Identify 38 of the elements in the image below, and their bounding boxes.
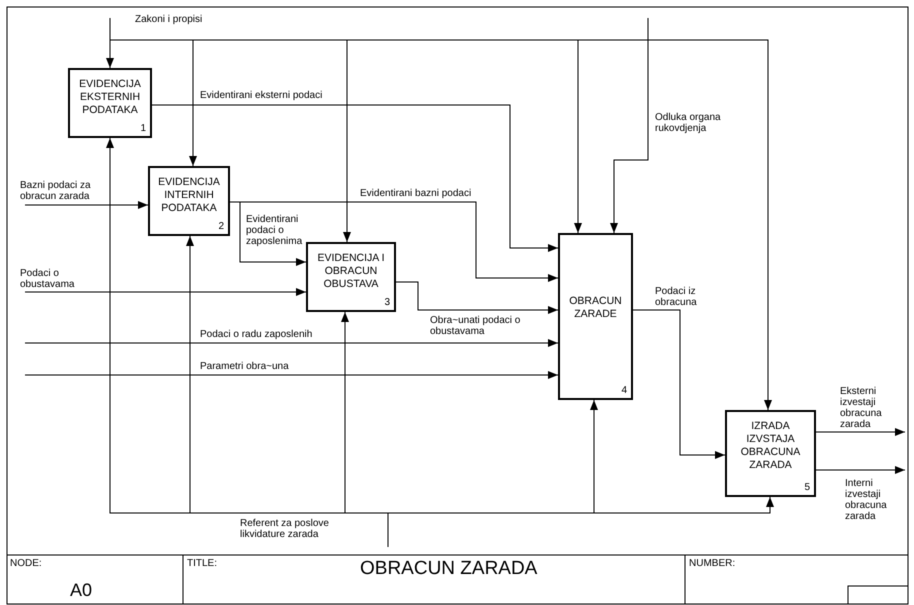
diagram-title: OBRACUN ZARADA (360, 558, 538, 580)
activity-name: EVIDENCIJA I OBRACUN OBUSTAVA (316, 252, 386, 291)
edge-label: Evidentirani eksterni podaci (200, 90, 322, 101)
arrow (816, 466, 906, 474)
activity-box (306, 242, 396, 312)
arrow (610, 18, 648, 234)
arrow (152, 104, 558, 252)
title-block-text: NODE: (10, 558, 42, 569)
activity-name: OBRACUN ZARADE (568, 295, 623, 321)
activity-number: 2 (218, 221, 224, 232)
title-block-text: A0 (70, 580, 92, 601)
arrow (110, 18, 772, 410)
activity-name: IZRADA IZVSTAJA OBRACUNA ZARADA (740, 420, 802, 472)
activity-name: EVIDENCIJA EKSTERNIH PODATAKA (78, 78, 142, 117)
arrow (388, 496, 774, 548)
edge-label: Evidentirani bazni podaci (360, 188, 472, 199)
activity-number: 1 (140, 123, 146, 134)
arrow (24, 371, 558, 379)
title-block-text: NUMBER: (689, 558, 736, 569)
edge-label: Podaci o radu zaposlenih (200, 329, 312, 340)
activity-number: 5 (804, 482, 810, 493)
arrow (396, 282, 558, 314)
activity-name: EVIDENCIJA INTERNIH PODATAKA (157, 176, 221, 215)
activity-number: 4 (621, 385, 627, 396)
arrow (230, 202, 306, 266)
activity-box (558, 233, 633, 400)
activity-box (725, 410, 816, 497)
arrow (24, 288, 306, 296)
arrow (24, 339, 558, 347)
arrow (816, 428, 906, 436)
activity-number: 3 (384, 297, 390, 308)
edge-label: Zakoni i propisi (135, 14, 202, 25)
arrow (632, 310, 726, 459)
activity-box (148, 166, 230, 236)
arrow (24, 201, 148, 209)
activity-box (68, 68, 152, 138)
edge-label: Parametri obra~una (200, 361, 289, 372)
title-block-text: TITLE: (187, 558, 218, 569)
